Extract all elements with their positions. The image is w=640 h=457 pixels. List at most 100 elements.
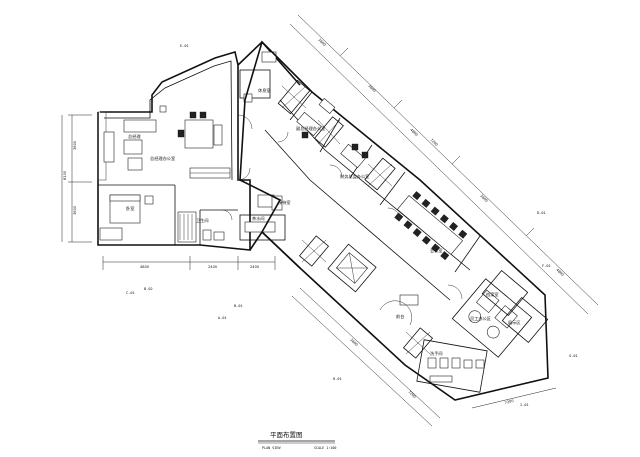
archive-box xyxy=(481,270,529,316)
room-label-display: 展示区 xyxy=(508,320,521,326)
room-label-bath: 卫生间 xyxy=(196,217,209,224)
pantry-counter xyxy=(244,221,276,233)
room-label-archive: 档案室 xyxy=(486,291,499,298)
room-label-restroom: 洗手间 xyxy=(430,350,443,357)
gm-desk xyxy=(184,119,214,149)
dim-top-diagonal-2 xyxy=(289,23,589,315)
door-arc-5 xyxy=(387,207,401,221)
door-arc-4 xyxy=(329,164,343,178)
room-label-pantry: 茶水间 xyxy=(252,215,265,222)
index-tags: E-01 C-01 B-01 A-01 B-02 D-01 F-01 G-01 … xyxy=(126,44,578,407)
tag-c01: C-01 xyxy=(126,291,135,295)
open-office xyxy=(451,278,533,358)
dim-label-11: 4800 xyxy=(555,268,565,278)
dimension-lines: 3600 3600 8100 4800 2400 2400 3600 3600 … xyxy=(61,14,599,427)
cfo-desk xyxy=(340,143,366,169)
room-label-open-office: 员工办公区 xyxy=(470,315,491,322)
dim-label-10: 3600 xyxy=(479,194,489,204)
door-arc-6 xyxy=(447,284,463,300)
room-label-rest: 休息室 xyxy=(258,87,271,94)
tag-g01: G-01 xyxy=(569,354,578,358)
shaft-2 xyxy=(314,116,344,148)
dim-bottom-diagonal-2 xyxy=(291,295,433,427)
dim-label-3: 4800 xyxy=(140,265,150,269)
door-arc-3 xyxy=(221,209,233,221)
gm-credenza xyxy=(213,124,223,146)
dim-label-14: 7200 xyxy=(407,390,417,400)
nightstand xyxy=(144,195,154,205)
armchair xyxy=(127,157,143,171)
corridor-bottom-edge xyxy=(264,129,451,301)
bottom-restroom xyxy=(416,339,488,393)
rest-room-box xyxy=(239,69,271,99)
tag-i01: I-01 xyxy=(520,403,529,407)
divider-d xyxy=(379,171,406,206)
shaft-4 xyxy=(298,235,330,267)
title-block: 平面布置图 PLAN VIEW SCALE 1:100 xyxy=(258,430,336,450)
dim-label-6: 3600 xyxy=(317,38,327,48)
display-box xyxy=(501,297,549,343)
tag-b01: B-01 xyxy=(234,304,243,308)
drawing-scale: SCALE 1:100 xyxy=(314,446,336,450)
room-label-meeting: 会议室 xyxy=(430,247,443,254)
dim-label-1: 3600 xyxy=(73,140,77,150)
dim-label-4: 2400 xyxy=(208,265,218,269)
shaft-1 xyxy=(277,79,311,115)
front-desk xyxy=(399,294,419,306)
plant-1 xyxy=(159,105,167,113)
meeting-table xyxy=(394,191,468,261)
vp-desk xyxy=(296,111,322,137)
dim-bottom-diagonal xyxy=(299,287,441,419)
rest-room-chair xyxy=(243,93,253,103)
wardrobe xyxy=(99,227,123,241)
room-label-gm-office: 总经理办公室 xyxy=(150,155,175,162)
right-wing-outer-wall xyxy=(239,40,549,401)
dim-label-12: 3600 xyxy=(349,338,359,348)
drawing-subtitle: PLAN VIEW xyxy=(262,446,281,450)
guest-chair-1 xyxy=(189,111,197,119)
dim-label-9: 4800 xyxy=(409,128,419,138)
bathtub xyxy=(177,211,197,243)
sofa-left xyxy=(103,131,115,163)
room-label-reception: 接待室 xyxy=(278,199,291,206)
connector-corridor: 休息室 接待室 茶水间 xyxy=(237,40,301,269)
lower-lounge xyxy=(327,243,377,293)
dim-right-diagonal xyxy=(471,387,557,409)
door-arc-1 xyxy=(237,114,253,130)
tag-a01: A-01 xyxy=(218,316,227,320)
right-wing: 副总经理办公室 财务总监办公室 会议室 前台 员工办公区 洗手间 档案室 展示区 xyxy=(239,40,549,401)
dim-label-13: 7200 xyxy=(429,138,439,148)
vp-sofa xyxy=(318,98,336,114)
room-label-cfo: 财务总监办公室 xyxy=(340,173,369,180)
gm-chair xyxy=(177,129,185,138)
left-wing-inner-wall xyxy=(104,60,233,181)
room-label-vp: 副总经理办公室 xyxy=(296,125,325,132)
tag-d01: D-01 xyxy=(537,211,546,215)
toilet xyxy=(202,229,212,241)
sofa-top xyxy=(123,119,157,133)
tag-h01: H-01 xyxy=(333,377,342,381)
tag-f01: F-01 xyxy=(542,264,551,268)
door-arc-7 xyxy=(277,131,289,143)
dim-label-15: 7200 xyxy=(504,399,515,405)
divider-a xyxy=(289,91,313,121)
reception-sofa xyxy=(271,195,283,211)
dim-top-diagonal xyxy=(297,14,599,306)
shaft-5 xyxy=(402,327,434,359)
dim-label-2: 3600 xyxy=(73,205,77,215)
vp-chair xyxy=(301,131,309,139)
room-label-bedroom: 卧室 xyxy=(126,205,134,212)
tag-b02: B-02 xyxy=(144,287,153,291)
dim-label-8: 8100 xyxy=(63,170,67,180)
front-arc xyxy=(379,300,412,326)
coffee-table xyxy=(123,139,143,155)
left-wing: 总经理 总经理办公室 卧室 卫生间 xyxy=(97,50,253,251)
dim-label-7: 3600 xyxy=(367,84,377,94)
reception-desk xyxy=(257,194,275,208)
shaft-3 xyxy=(364,157,396,191)
dim-label-5: 2400 xyxy=(250,265,260,269)
tag-e01: E-01 xyxy=(180,44,189,48)
divider-e xyxy=(454,235,481,273)
room-label-gm: 总经理 xyxy=(128,133,141,139)
